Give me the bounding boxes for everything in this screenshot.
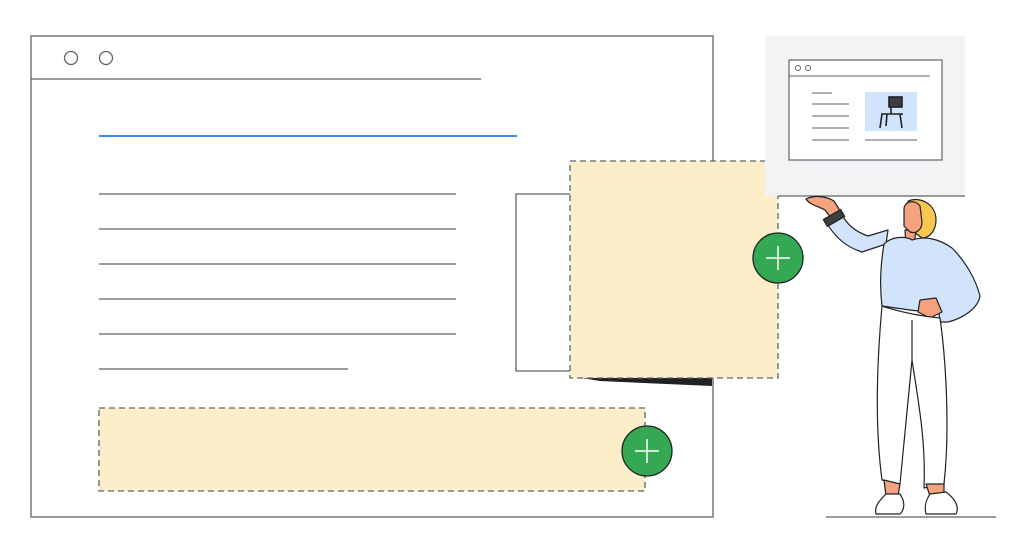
box-shadow (570, 376, 712, 386)
bottom-placeholder-box[interactable] (98, 407, 646, 492)
add-button[interactable] (752, 232, 804, 284)
preview-panel (765, 36, 965, 197)
add-button[interactable] (621, 425, 673, 477)
window-dot-icon (98, 50, 114, 66)
shoe (924, 491, 958, 515)
plus-icon (635, 439, 659, 463)
cuff (822, 208, 846, 228)
trousers (876, 305, 948, 489)
hip-hand (917, 297, 943, 319)
text-lines (99, 193, 456, 370)
window-dot-icon (63, 50, 79, 66)
chair-icon (879, 96, 903, 129)
raised-arm (825, 213, 889, 253)
bottom-placeholder-group (98, 407, 673, 492)
side-placeholder-group (515, 160, 804, 386)
torso (880, 236, 981, 323)
bracket-outline (515, 193, 570, 372)
mini-text-lines (812, 92, 849, 141)
person-figure (805, 195, 981, 515)
mini-window-dot-icon (805, 65, 811, 71)
shoe (875, 493, 905, 515)
plus-icon (766, 246, 790, 270)
side-placeholder-box[interactable] (569, 160, 779, 379)
face (903, 201, 923, 234)
mini-window-dot-icon (795, 65, 801, 71)
